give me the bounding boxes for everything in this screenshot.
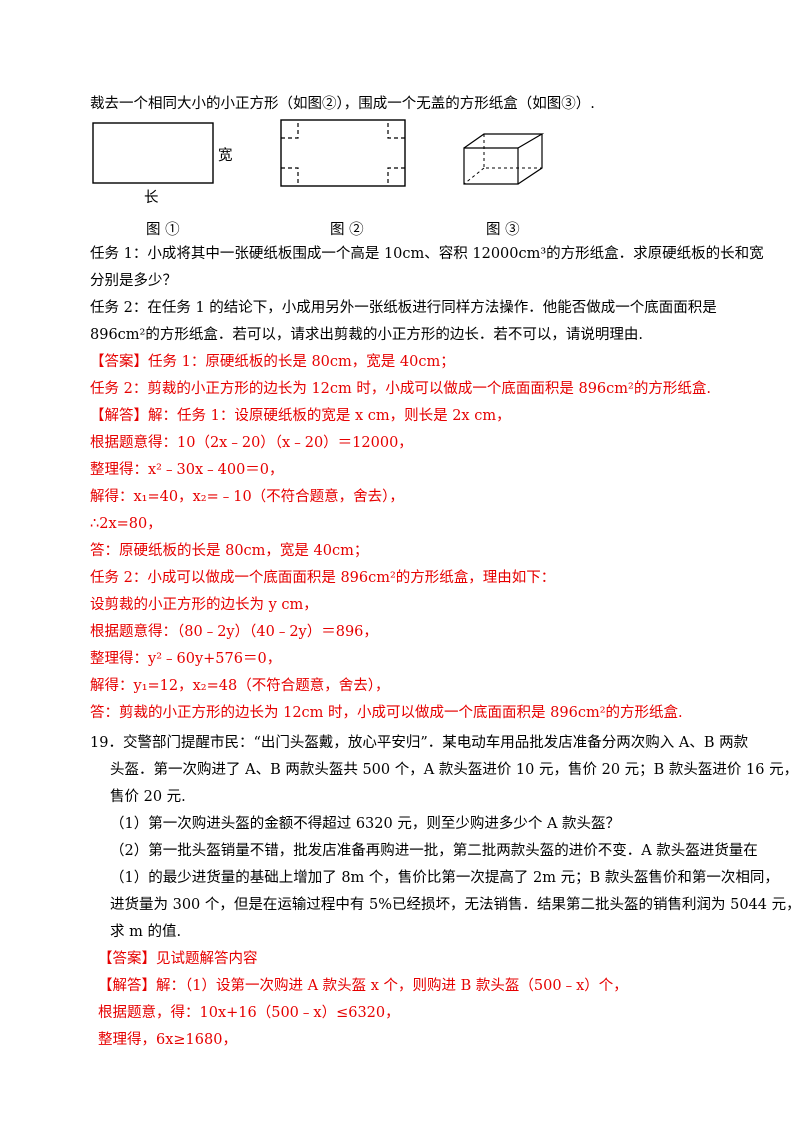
figures-row: 宽 长 图 ① 图 ② 图 ③: [88, 118, 568, 240]
answer-line: 根据题意得：10（2x﹣20）（x﹣20）＝12000，: [90, 435, 413, 451]
q19-answer-line: 整理得，6x≥1680，: [98, 1032, 237, 1048]
q19-line: 进货量为 300 个，但是在运输过程中有 5%已经损坏，无法销售．结果第二批头盔…: [110, 897, 800, 913]
q19-line: 头盔．第一次购进了 A、B 两款头盔共 500 个，A 款头盔进价 10 元，售…: [110, 762, 799, 778]
answer-line: ∴2x=80，: [90, 516, 162, 532]
q19-line: （1）第一次购进头盔的金额不得超过 6320 元，则至少购进多少个 A 款头盔？: [110, 816, 621, 832]
task-line: 分别是多少？: [90, 273, 177, 289]
fig3-caption: 图 ③: [486, 222, 520, 238]
task-line: 896cm²的方形纸盒．若可以，请求出剪裁的小正方形的边长．若不可以，请说明理由…: [90, 327, 643, 343]
figure-3-box: [463, 133, 545, 185]
answer-line: 整理得：x²﹣30x﹣400＝0，: [90, 462, 284, 478]
q19-line: 19．交警部门提醒市民：“出门头盔戴，放心平安归”．某电动车用品批发店准备分两次…: [90, 735, 749, 751]
figure-2-rectangle-cut: [280, 119, 406, 187]
answer-line: 任务 2：剪裁的小正方形的边长为 12cm 时，小成可以做成一个底面面积是 89…: [90, 381, 711, 397]
fig2-caption: 图 ②: [330, 222, 364, 238]
answer-line: 【答案】任务 1：原硬纸板的长是 80cm，宽是 40cm；: [90, 354, 455, 370]
answer-line: 答：剪裁的小正方形的边长为 12cm 时，小成可以做成一个底面面积是 896cm…: [90, 705, 683, 721]
fig1-length-label: 长: [144, 190, 159, 206]
fig1-width-label: 宽: [218, 148, 233, 164]
answer-line: 整理得：y²﹣60y+576＝0，: [90, 651, 282, 667]
task-line: 任务 2：在任务 1 的结论下，小成用另外一张纸板进行同样方法操作．他能否做成一…: [90, 300, 717, 316]
intro-line: 裁去一个相同大小的小正方形（如图②），围成一个无盖的方形纸盒（如图③）.: [90, 96, 595, 112]
answer-line: 解得：x₁=40，x₂=﹣10（不符合题意，舍去），: [90, 489, 404, 505]
q19-line: 求 m 的值.: [110, 924, 182, 940]
q19-answer-line: 【答案】见试题解答内容: [98, 951, 258, 967]
q19-line: （2）第一批头盔销量不错，批发店准备再购进一批，第二批两款头盔的进价不变．A 款…: [110, 843, 758, 859]
answer-line: 【解答】解：任务 1：设原硬纸板的宽是 x cm，则长是 2x cm，: [90, 408, 511, 424]
answer-line: 任务 2：小成可以做成一个底面面积是 896cm²的方形纸盒，理由如下：: [90, 570, 556, 586]
answer-line: 解得：y₁=12，x₂=48（不符合题意，舍去），: [90, 678, 390, 694]
q19-line: 售价 20 元.: [110, 789, 186, 805]
q19-line: （1）的最少进货量的基础上增加了 8m 个，售价比第一次提高了 2m 元；B 款…: [110, 870, 779, 886]
answer-line: 答：原硬纸板的长是 80cm，宽是 40cm；: [90, 543, 369, 559]
task-line: 任务 1：小成将其中一张硬纸板围成一个高是 10cm、容积 12000cm³的方…: [90, 246, 764, 262]
figure-1-rectangle: [92, 122, 214, 184]
answer-line: 设剪裁的小正方形的边长为 y cm，: [90, 597, 318, 613]
fig1-caption: 图 ①: [146, 222, 180, 238]
q19-answer-line: 【解答】解：（1）设第一次购进 A 款头盔 x 个，则购进 B 款头盔（500﹣…: [98, 978, 628, 994]
q19-answer-line: 根据题意，得：10x+16（500﹣x）≤6320，: [98, 1005, 400, 1021]
answer-line: 根据题意得：（80﹣2y）（40﹣2y）＝896，: [90, 624, 378, 640]
